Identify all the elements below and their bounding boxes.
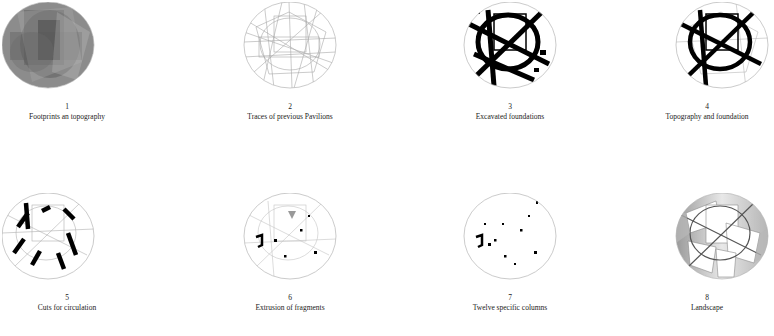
- step-caption: Twelve specific columns: [445, 303, 575, 313]
- landscape-illustration: [676, 193, 768, 279]
- panel-node: 1Footprints an topography: [2, 2, 132, 124]
- panel-node: 6Extrusion of fragments: [225, 193, 355, 315]
- oval-outline: [2, 2, 94, 88]
- panel-caption-block: 7Twelve specific columns: [445, 293, 575, 313]
- step-number: 8: [642, 293, 772, 303]
- columns-illustration: [476, 201, 538, 265]
- oval-outline: [676, 193, 768, 279]
- topography-foundation-illustration: [676, 2, 768, 88]
- step-number: 4: [642, 102, 772, 112]
- panel-node: 5Cuts for circulation: [2, 193, 132, 315]
- panel-node: 2Traces of previous Pavilions: [225, 2, 355, 124]
- panel-caption-block: 3Excavated foundations: [445, 102, 575, 122]
- step-caption: Cuts for circulation: [2, 303, 132, 313]
- oval-outline: [244, 2, 336, 88]
- step-number: 2: [225, 102, 355, 112]
- foundations-illustration: [469, 10, 549, 86]
- oval-outline: [244, 193, 336, 279]
- panel-caption-block: 8Landscape: [642, 293, 772, 313]
- panel-caption-block: 6Extrusion of fragments: [225, 293, 355, 313]
- step-number: 7: [445, 293, 575, 303]
- step-caption: Traces of previous Pavilions: [225, 112, 355, 122]
- step-caption: Landscape: [642, 303, 772, 313]
- step-caption: Footprints an topography: [2, 112, 132, 122]
- step-number: 6: [225, 293, 355, 303]
- panel-node: 3Excavated foundations: [445, 2, 575, 124]
- step-number: 1: [2, 102, 132, 112]
- oval-outline: [676, 2, 768, 88]
- step-number: 5: [2, 293, 132, 303]
- footprints-illustration: [2, 2, 94, 88]
- panel-node: 7Twelve specific columns: [445, 193, 575, 315]
- step-caption: Extrusion of fragments: [225, 303, 355, 313]
- oval-outline: [464, 193, 556, 279]
- panel-caption-block: 4Topography and foundation: [642, 102, 772, 122]
- panel-caption-block: 5Cuts for circulation: [2, 293, 132, 313]
- fragments-illustration: [244, 201, 336, 277]
- step-number: 3: [445, 102, 575, 112]
- step-caption: Topography and foundation: [642, 112, 772, 122]
- oval-outline: [2, 193, 94, 279]
- cuts-illustration: [2, 203, 94, 269]
- panel-node: 8Landscape: [642, 193, 772, 315]
- traces-illustration: [244, 2, 336, 88]
- panel-caption-block: 1Footprints an topography: [2, 102, 132, 122]
- panel-node: 4Topography and foundation: [642, 2, 772, 124]
- oval-outline: [464, 2, 556, 88]
- panel-caption-block: 2Traces of previous Pavilions: [225, 102, 355, 122]
- step-caption: Excavated foundations: [445, 112, 575, 122]
